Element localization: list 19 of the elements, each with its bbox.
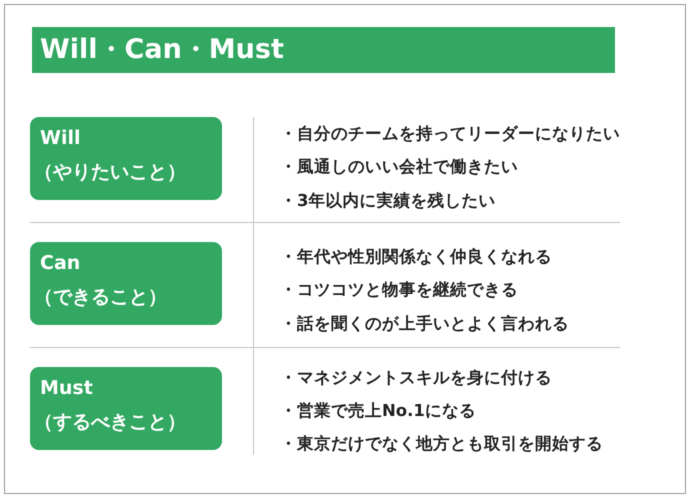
category-subtitle: （するべきこと）: [34, 410, 186, 435]
category-subtitle: （やりたいこと）: [34, 160, 186, 185]
category-box: [30, 367, 222, 450]
category-heading: Can: [40, 252, 80, 274]
list-item: ・話を聞くのが上手いとよく言われる: [280, 313, 569, 335]
list-item: ・3年以内に実績を残したい: [280, 190, 496, 212]
list-item: ・マネジメントスキルを身に付ける: [280, 367, 552, 389]
category-heading: Must: [40, 377, 93, 399]
category-subtitle: （できること）: [34, 285, 167, 310]
list-item: ・風通しのいい会社で働きたい: [280, 156, 518, 178]
list-item: ・コツコツと物事を継続できる: [280, 279, 518, 301]
list-item: ・営業で売上No.1になる: [280, 400, 476, 422]
list-item: ・自分のチームを持ってリーダーになりたい: [280, 123, 620, 145]
list-item: ・年代や性別関係なく仲良くなれる: [280, 246, 552, 268]
list-item: ・東京だけでなく地方とも取引を開始する: [280, 433, 603, 455]
title-banner: Will・Can・Must: [32, 27, 615, 73]
category-box: [30, 242, 222, 325]
category-box: [30, 117, 222, 200]
category-heading: Will: [40, 127, 80, 149]
